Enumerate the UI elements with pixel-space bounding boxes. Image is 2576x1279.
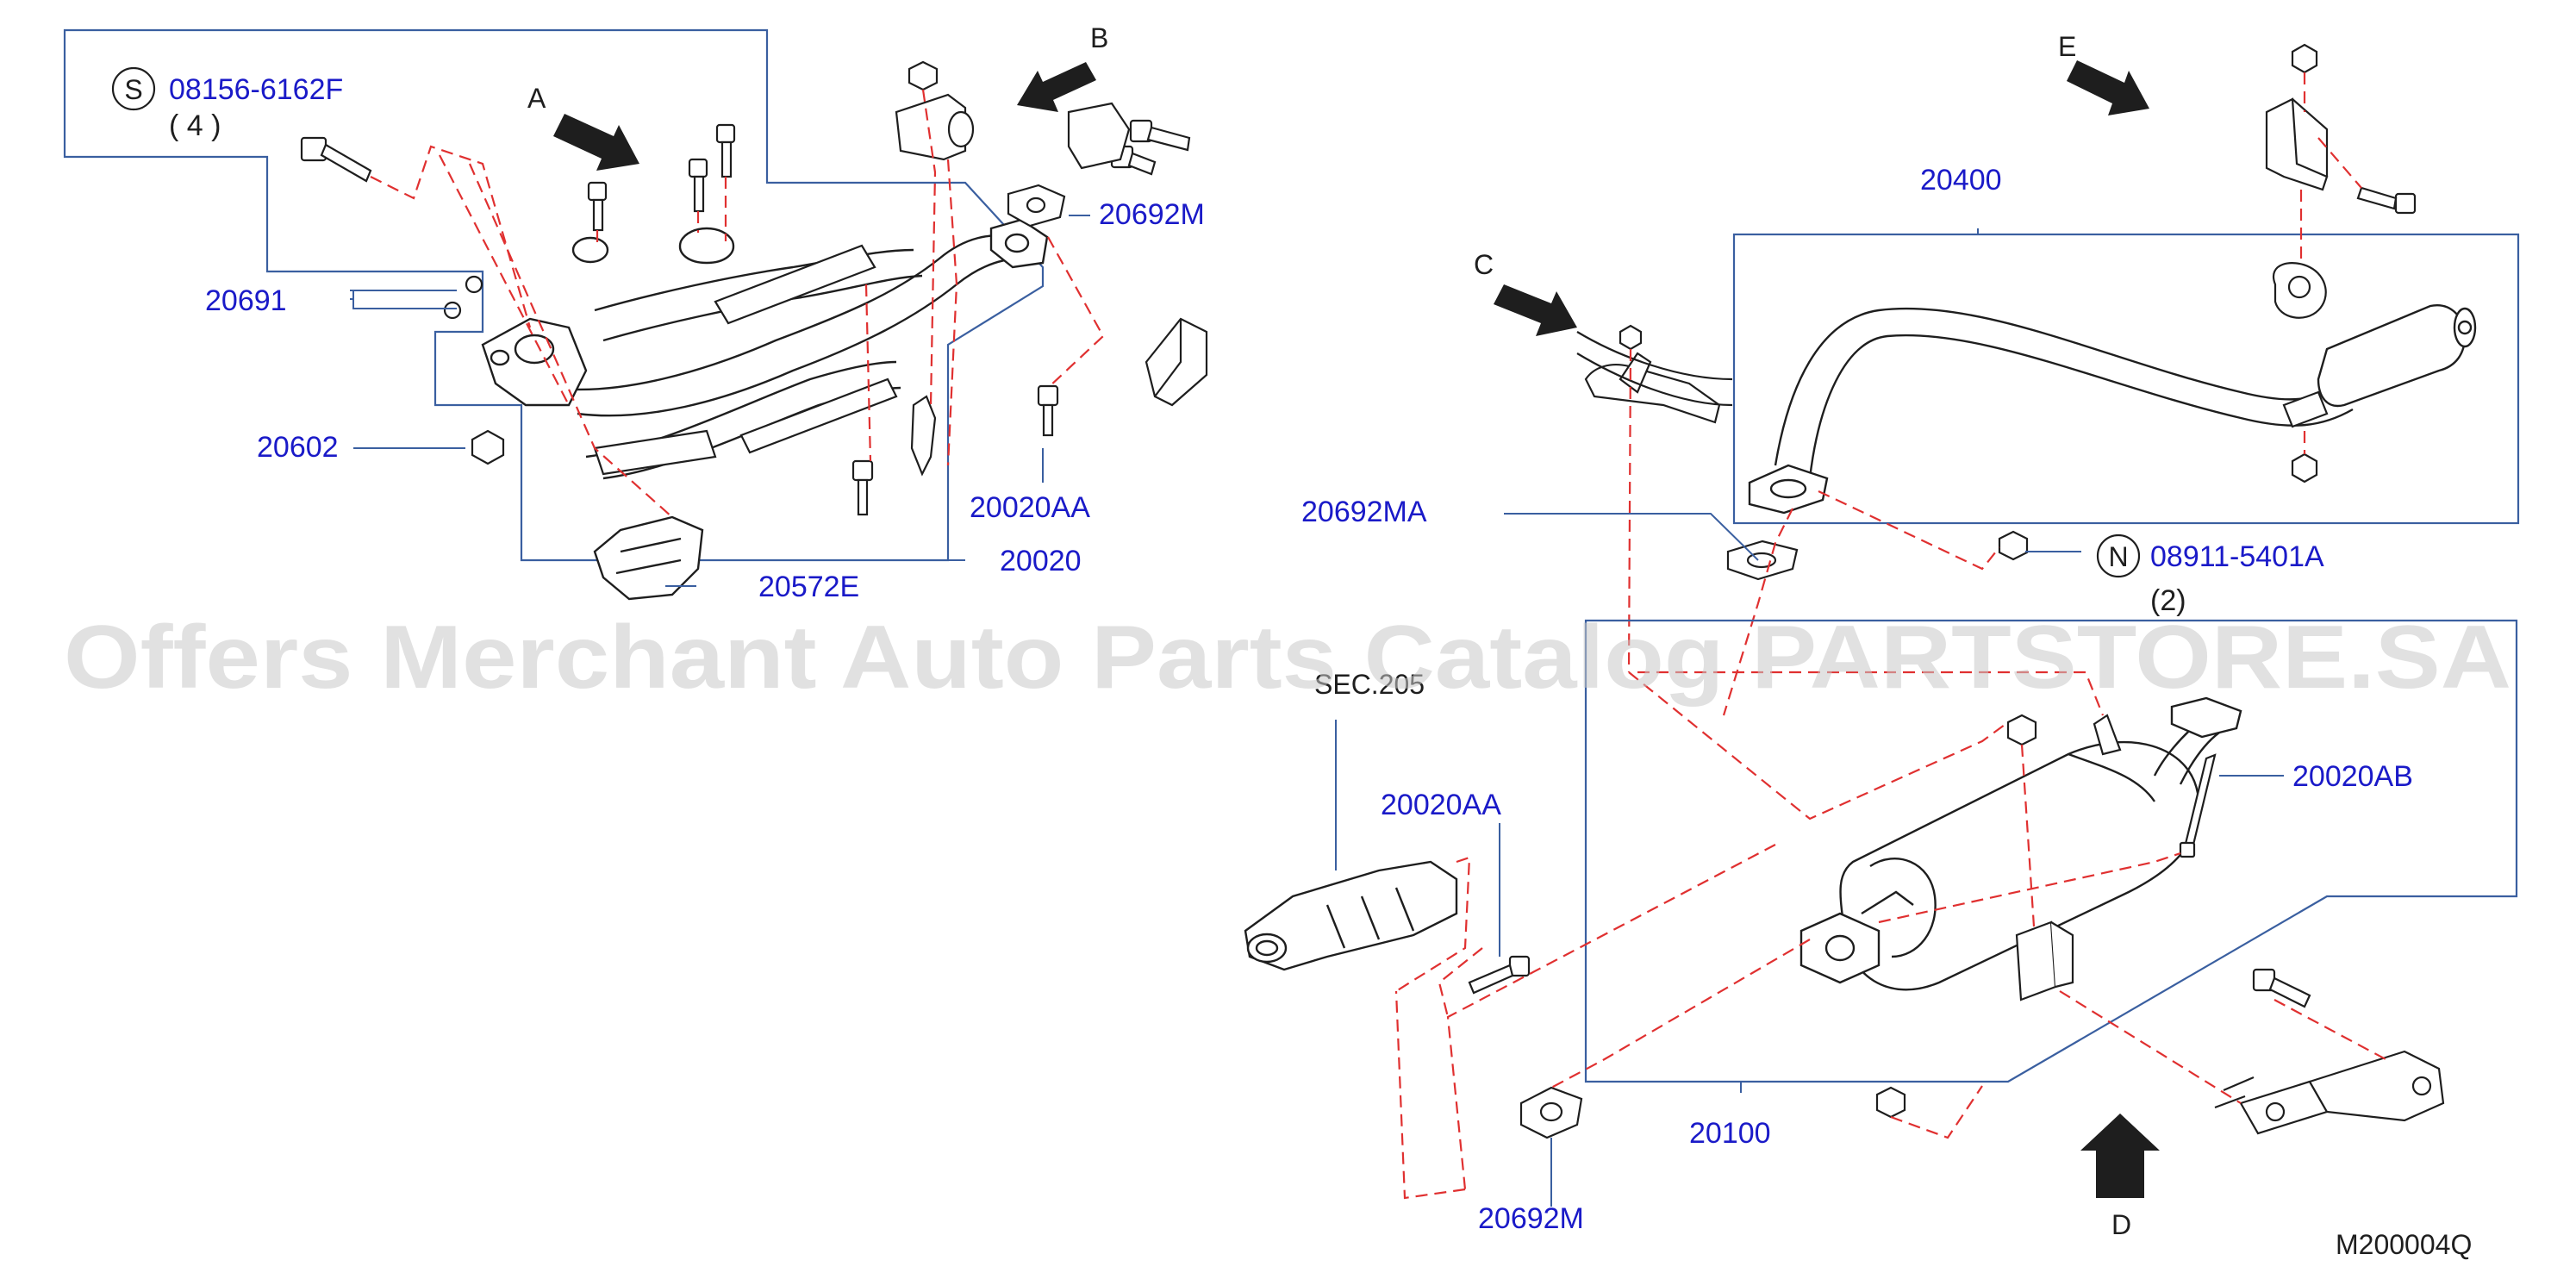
- quantity-label: (2): [2150, 584, 2186, 617]
- hanger-icon: [1584, 262, 2327, 424]
- hanger-c-icon: [1576, 331, 1733, 407]
- muffler-outlet-pipe-icon: [2153, 696, 2242, 785]
- bracket-icon: [2265, 97, 2329, 428]
- front-tube-pipe: [551, 234, 1022, 480]
- muffler-inlet-flange-icon: [1799, 890, 1914, 984]
- part-number-20602[interactable]: 20602: [257, 431, 339, 464]
- bracket-icon: [2015, 714, 2122, 1001]
- assembly-lines: [1395, 856, 1471, 992]
- assembly-lines: [1627, 72, 2362, 716]
- hanger-d-icon: [2214, 1050, 2445, 1135]
- part-number-20100[interactable]: 20100: [1689, 1117, 1771, 1150]
- front-flange-icon: [481, 317, 588, 407]
- part-number-20692m-top[interactable]: 20692M: [1099, 198, 1205, 231]
- view-label-c: C: [1474, 249, 1494, 280]
- assembly-lines: [1394, 671, 2388, 1200]
- part-number-20691[interactable]: 20691: [205, 284, 287, 317]
- hanger-icon: [895, 93, 1131, 477]
- arrow-icon: [553, 60, 2160, 1198]
- gasket-icon: [1007, 184, 1066, 228]
- diagram-code: M200004Q: [2336, 1229, 2472, 1260]
- part-number-08911-5401a[interactable]: 08911-5401A: [2150, 540, 2324, 573]
- heat-shield-20572e-icon: [593, 515, 704, 601]
- watermark-text: Offers Merchant Auto Parts Catalog PARTS…: [64, 608, 2511, 708]
- leader-lines: [350, 215, 2284, 1207]
- clamp-icon: [571, 227, 735, 265]
- gasket-icon: [1726, 540, 1799, 581]
- view-label-a: A: [527, 83, 546, 114]
- nut-symbol-letter: N: [2108, 541, 2128, 572]
- main-muffler-icon: [1839, 740, 2200, 991]
- tail-tube-group: [1576, 43, 2520, 716]
- part-number-20020aa-bottom[interactable]: 20020AA: [1381, 789, 1501, 821]
- part-number-20020ab[interactable]: 20020AB: [2292, 760, 2413, 793]
- group-outline-20100: [1584, 619, 2518, 1083]
- part-number-08156-6162f[interactable]: 08156-6162F: [169, 73, 343, 106]
- part-number-20692m-bottom[interactable]: 20692M: [1478, 1202, 1584, 1235]
- nut-part-symbol: [2096, 533, 2141, 578]
- nut-icon: [443, 60, 939, 465]
- standard-symbol-letter: S: [124, 74, 142, 105]
- part-number-20692ma[interactable]: 20692MA: [1301, 496, 1427, 528]
- tail-flange-icon: [1748, 464, 1829, 515]
- part-number-20400[interactable]: 20400: [1920, 164, 2002, 197]
- bolt-icon: [1468, 753, 2311, 1008]
- view-label-b: B: [1090, 22, 1108, 53]
- group-outline-20400: [1732, 233, 2520, 525]
- nut-icon: [1619, 43, 2318, 561]
- part-number-20020[interactable]: 20020: [1000, 545, 1082, 577]
- bolt-icon: [1619, 186, 2417, 394]
- rear-flange-icon: [989, 218, 1049, 269]
- standard-part-symbol: [111, 66, 156, 111]
- section-reference[interactable]: SEC.205: [1314, 669, 1425, 700]
- tail-muffler-icon: [2317, 304, 2477, 408]
- tail-tube-pipe: [1774, 307, 2354, 479]
- view-label-e: E: [2058, 31, 2076, 62]
- part-number-20020aa-top[interactable]: 20020AA: [970, 491, 1090, 524]
- nut-icon: [1875, 714, 2037, 1119]
- part-number-20572e[interactable]: 20572E: [758, 571, 859, 603]
- bracket-icon: [1145, 317, 1208, 407]
- heat-shield-icon: [593, 244, 898, 476]
- muffler-group: [1394, 619, 2518, 1200]
- assembly-lines: [370, 89, 1105, 518]
- quantity-label: ( 4 ): [169, 109, 221, 142]
- gasket-icon: [1519, 1086, 1583, 1139]
- front-tube-group: [63, 28, 1208, 601]
- view-label-d: D: [2111, 1209, 2131, 1240]
- catalytic-converter-icon: [1244, 860, 1458, 971]
- group-outline-20020: [63, 28, 1045, 562]
